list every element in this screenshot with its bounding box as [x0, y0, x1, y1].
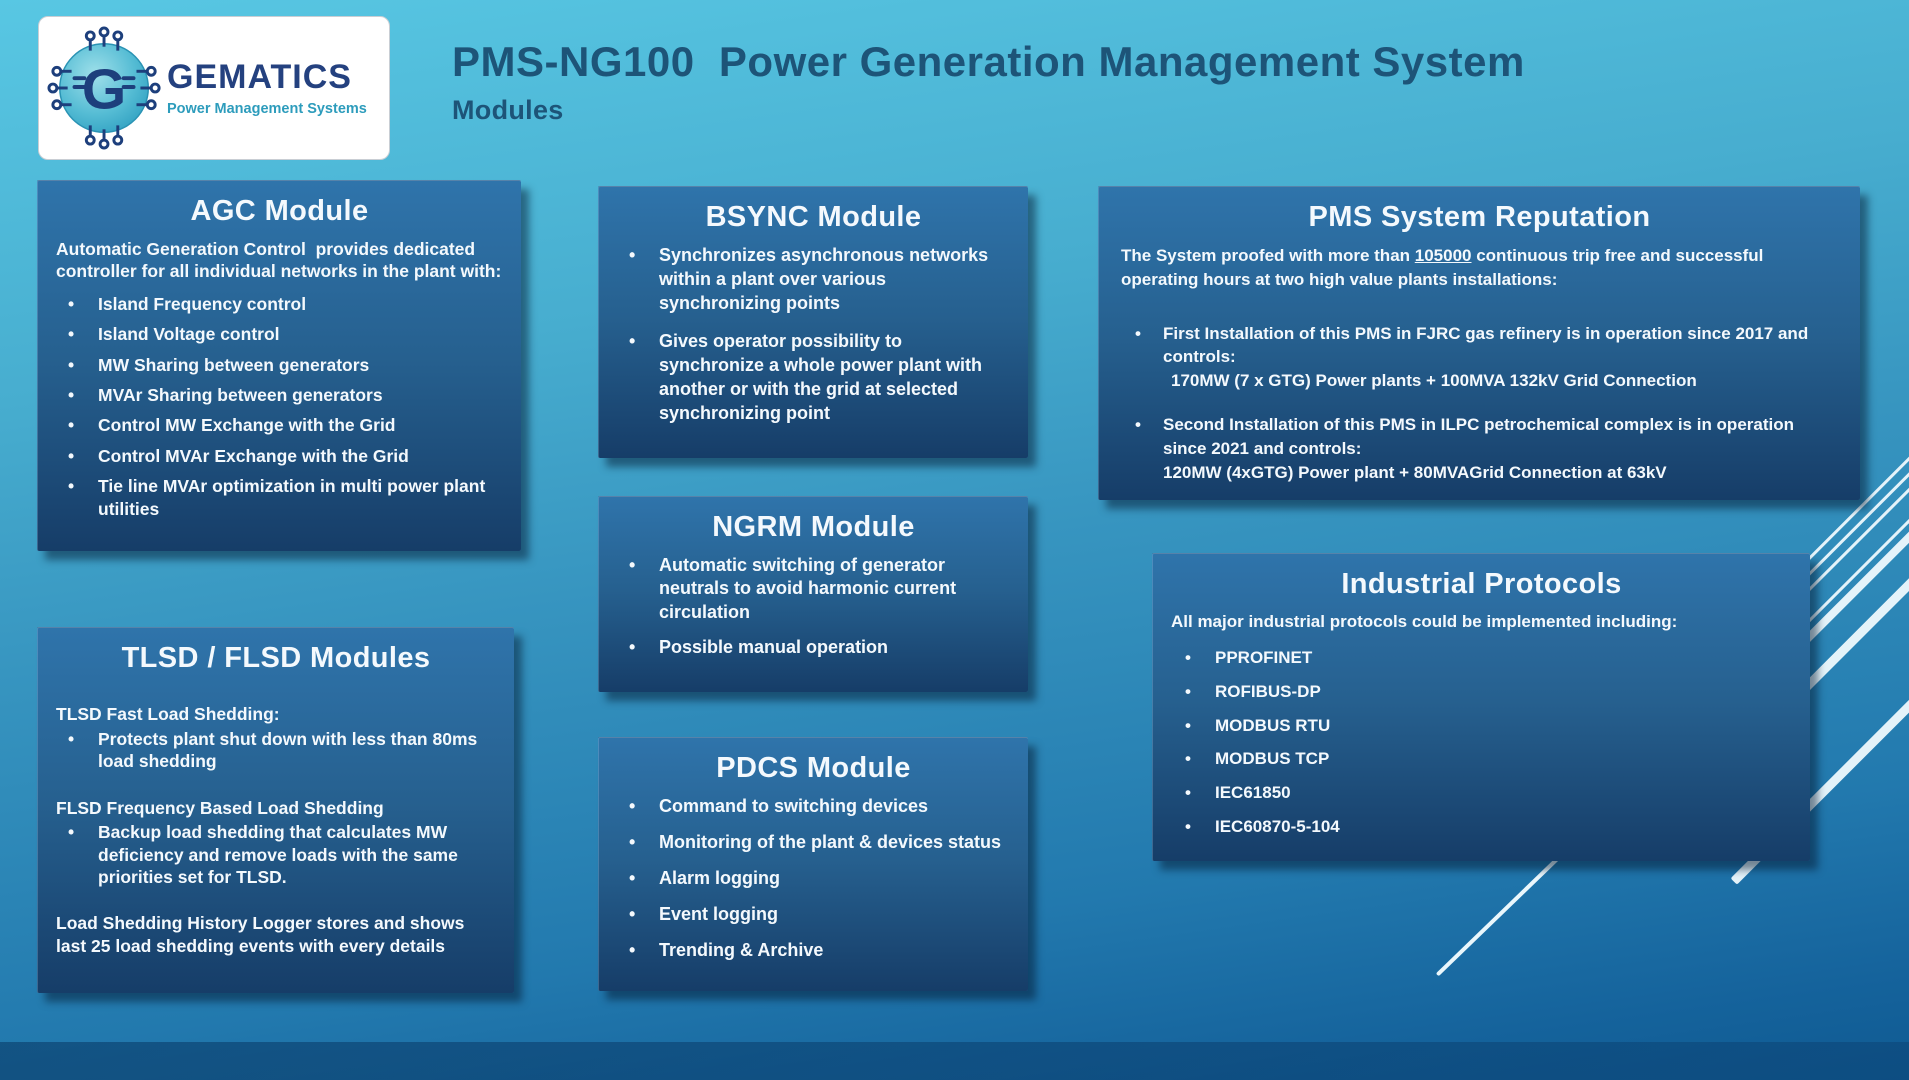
list-item-text: Alarm logging	[659, 868, 780, 889]
panel-bsync-list: Synchronizes asynchronous networks withi…	[615, 244, 1012, 425]
list-item-text: MW Sharing between generators	[98, 354, 370, 375]
list-item-text: PPROFINET	[1215, 648, 1313, 668]
list-item: Monitoring of the plant & devices status	[629, 831, 1012, 854]
panel-bsync: BSYNC Module Synchronizes asynchronous n…	[598, 186, 1028, 458]
list-item: Control MW Exchange with the Grid	[68, 414, 505, 437]
list-item: MW Sharing between generators	[68, 354, 505, 377]
logo: G GEMATICS Power Management Systems	[38, 16, 390, 160]
gematics-logo-icon: G	[47, 26, 161, 150]
list-item-text: Possible manual operation	[659, 637, 889, 658]
list-item-text: MODBUS RTU	[1215, 715, 1331, 735]
flsd-heading: FLSD Frequency Based Load Shedding	[56, 797, 384, 818]
list-item-text: Second Installation of this PMS in ILPC …	[1163, 414, 1794, 458]
list-item-text: MODBUS TCP	[1215, 749, 1330, 769]
header: PMS-NG100 Power Generation Management Sy…	[452, 38, 1525, 126]
list-item: Possible manual operation	[629, 636, 1012, 660]
list-item-text: First Installation of this PMS in FJRC g…	[1163, 323, 1809, 367]
list-item-text: ROFIBUS-DP	[1215, 681, 1321, 701]
list-item-text: Backup load shedding that calculates MW …	[98, 822, 458, 888]
list-item: Backup load shedding that calculates MW …	[68, 821, 498, 888]
list-item: Tie line MVAr optimization in multi powe…	[68, 475, 505, 520]
list-item: Island Voltage control	[68, 323, 505, 346]
page-subtitle: Modules	[452, 95, 564, 125]
list-item: Control MVAr Exchange with the Grid	[68, 445, 505, 468]
list-item: ROFIBUS-DP	[1185, 681, 1792, 703]
panel-pdcs: PDCS Module Command to switching devices…	[598, 737, 1028, 991]
panel-bsync-title: BSYNC Module	[705, 201, 922, 233]
intro-underlined-number: 105000	[1414, 246, 1472, 265]
list-item-text: Control MVAr Exchange with the Grid	[98, 445, 409, 466]
panel-ngrm: NGRM Module Automatic switching of gener…	[598, 496, 1028, 692]
list-item-text: 120MW (4xGTG) Power plant + 80MVAGrid Co…	[1163, 462, 1667, 482]
list-item-text: MVAr Sharing between generators	[98, 384, 383, 405]
list-item: Synchronizes asynchronous networks withi…	[629, 244, 1012, 315]
panel-protocols: Industrial Protocols All major industria…	[1152, 553, 1810, 861]
protocols-list: PPROFINET ROFIBUS-DP MODBUS RTU MODBUS T…	[1171, 647, 1792, 838]
list-item-text: Automatic switching of generator neutral…	[659, 555, 957, 622]
list-item: MODBUS RTU	[1185, 715, 1792, 737]
panel-reputation-title: PMS System Reputation	[1308, 201, 1651, 233]
list-item-text: IEC60870-5-104	[1215, 816, 1340, 836]
list-item: Command to switching devices	[629, 795, 1012, 818]
panel-agc-intro: Automatic Generation Control provides de…	[56, 239, 502, 282]
panel-tlsd-flsd: TLSD / FLSD Modules TLSD Fast Load Shedd…	[37, 627, 514, 993]
list-item: Island Frequency control	[68, 293, 505, 316]
list-item: Gives operator possibility to synchroniz…	[629, 330, 1012, 425]
panel-agc-list: Island Frequency control Island Voltage …	[54, 293, 505, 520]
list-item-text: Tie line MVAr optimization in multi powe…	[98, 476, 486, 519]
list-item: IEC60870-5-104	[1185, 816, 1792, 838]
panel-ngrm-title: NGRM Module	[712, 511, 915, 543]
list-item: First Installation of this PMS in FJRC g…	[1135, 322, 1838, 393]
list-item-text: Gives operator possibility to synchroniz…	[659, 331, 983, 423]
logo-brand: GEMATICS	[167, 57, 352, 96]
list-item-text: Control MW Exchange with the Grid	[98, 415, 396, 436]
bottom-band	[0, 1042, 1909, 1080]
list-item: Event logging	[629, 903, 1012, 926]
list-item: Protects plant shut down with less than …	[68, 728, 498, 773]
list-item-text: Island Voltage control	[98, 324, 280, 345]
list-item: Second Installation of this PMS in ILPC …	[1135, 413, 1838, 484]
list-item-text: Island Frequency control	[98, 293, 307, 314]
list-item: Automatic switching of generator neutral…	[629, 554, 1012, 624]
list-item-text: IEC61850	[1215, 783, 1291, 803]
tlsd-footer: Load Shedding History Logger stores and …	[56, 913, 465, 957]
panel-reputation: PMS System Reputation The System proofed…	[1098, 186, 1860, 500]
list-item-text: Monitoring of the plant & devices status	[659, 832, 1002, 853]
tlsd-heading: TLSD Fast Load Shedding:	[56, 704, 280, 724]
logo-tagline: Power Management Systems	[167, 100, 367, 117]
list-item: Alarm logging	[629, 867, 1012, 890]
panel-protocols-title: Industrial Protocols	[1341, 568, 1622, 600]
list-item: Trending & Archive	[629, 939, 1012, 962]
panel-tlsd-title: TLSD / FLSD Modules	[121, 642, 431, 674]
logo-monogram: G	[82, 58, 126, 122]
list-item-text: Synchronizes asynchronous networks withi…	[659, 245, 989, 313]
flsd-list: Backup load shedding that calculates MW …	[54, 821, 498, 888]
intro-text: The System proofed with more than	[1121, 246, 1415, 265]
list-item: PPROFINET	[1185, 647, 1792, 669]
reputation-list: First Installation of this PMS in FJRC g…	[1121, 322, 1838, 485]
list-item: MVAr Sharing between generators	[68, 384, 505, 407]
tlsd-list-1: Protects plant shut down with less than …	[54, 728, 498, 773]
list-item: IEC61850	[1185, 782, 1792, 804]
list-item-text: Trending & Archive	[659, 940, 824, 961]
list-item-text: 170MW (7 x GTG) Power plants + 100MVA 13…	[1171, 371, 1697, 391]
list-item-text: Command to switching devices	[659, 796, 929, 816]
reputation-intro: The System proofed with more than 105000…	[1121, 244, 1838, 292]
panel-pdcs-list: Command to switching devices Monitoring …	[615, 795, 1012, 962]
page-title: PMS-NG100 Power Generation Management Sy…	[452, 38, 1525, 85]
panel-agc: AGC Module Automatic Generation Control …	[37, 180, 521, 551]
panel-ngrm-list: Automatic switching of generator neutral…	[615, 554, 1012, 660]
panel-agc-title: AGC Module	[190, 195, 369, 227]
list-item-text: Event logging	[659, 904, 778, 925]
panel-pdcs-title: PDCS Module	[716, 752, 911, 784]
intro-text: continuous trip free and successful oper…	[1121, 246, 1764, 289]
list-item: MODBUS TCP	[1185, 748, 1792, 770]
list-item-text: Protects plant shut down with less than …	[98, 728, 478, 772]
protocols-intro: All major industrial protocols could be …	[1171, 612, 1678, 631]
